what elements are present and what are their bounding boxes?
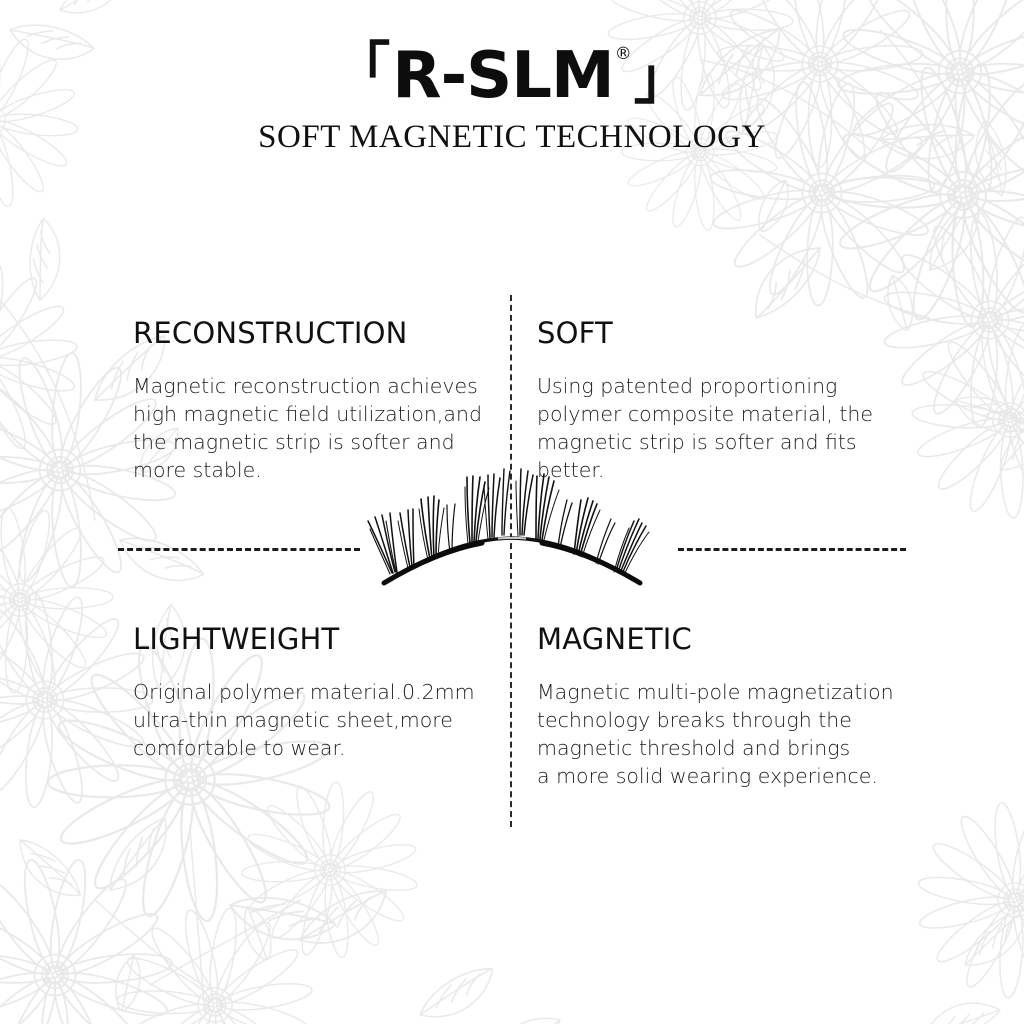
page-subtitle: SOFT MAGNETIC TECHNOLOGY [258,119,766,155]
feature-block-soft: SOFT Using patented proportioning polyme… [537,316,897,484]
feature-title-soft: SOFT [537,316,613,350]
brand-name: R-SLM [392,39,614,113]
feature-title-lightweight: LIGHTWEIGHT [133,622,340,656]
feature-title-magnetic: MAGNETIC [537,622,692,656]
bracket-close-icon: 」 [633,47,690,112]
floral-cluster-bottom-right [902,788,1024,1024]
feature-block-magnetic: MAGNETIC Magnetic multi-pole magnetizati… [537,622,927,790]
floral-cluster-right-edge [895,305,1024,535]
feature-body-soft: Using patented proportioning polymer com… [537,374,874,482]
feature-block-lightweight: LIGHTWEIGHT Original polymer material.0.… [133,622,493,762]
vertical-dashed-divider [510,295,512,827]
bracket-open-icon: 「 [334,37,391,102]
feature-body-lightweight: Original polymer material.0.2mm ultra-th… [133,680,475,760]
brand-lockup: 「 R-SLM ® 」 [0,40,1024,112]
feature-body-magnetic: Magnetic multi-pole magnetization techno… [537,680,894,788]
horizontal-dashed-divider-left [118,548,360,551]
magnetic-eyelash-strip-image [367,468,650,586]
lash-fibers [367,468,650,576]
lash-band [381,536,643,586]
registered-trademark-icon: ® [614,44,632,64]
feature-title-reconstruction: RECONSTRUCTION [133,316,408,350]
floral-cluster-bottom-edge [411,965,568,1024]
header: 「 R-SLM ® 」 SOFT MAGNETIC TECHNOLOGY [0,40,1024,156]
horizontal-dashed-divider-right [678,548,906,551]
